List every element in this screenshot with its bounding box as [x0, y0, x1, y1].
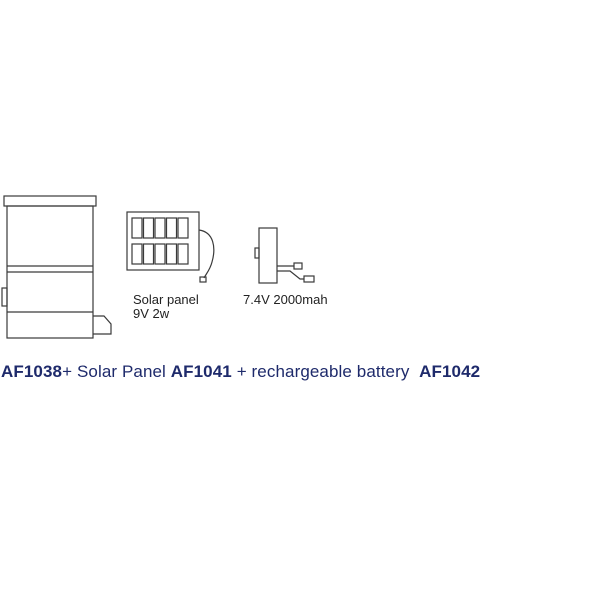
solar-cell — [177, 217, 189, 239]
product-caption: AF1038+ Solar Panel AF1041 + rechargeabl… — [1, 362, 480, 382]
solar-cell — [165, 243, 178, 265]
solar-panel-label: Solar panel 9V 2w — [133, 293, 199, 321]
battery-connector-lower — [303, 275, 315, 283]
battery-connector-upper — [293, 262, 303, 270]
solar-cell — [142, 217, 155, 239]
feeder-chute — [93, 315, 112, 335]
solar-panel-cable — [198, 229, 215, 279]
solar-cell — [177, 243, 189, 265]
battery-code: AF1042 — [419, 362, 481, 381]
feeder-code: AF1038 — [1, 362, 63, 381]
solar-cell — [142, 243, 155, 265]
solar-cell — [165, 217, 178, 239]
battery-label: 7.4V 2000mah — [243, 292, 328, 307]
solar-cell — [154, 243, 166, 265]
caption-plus-solar: + Solar Panel — [62, 362, 166, 381]
battery-drawing — [254, 227, 315, 284]
battery-body — [258, 227, 278, 284]
feeder-drawing — [1, 195, 112, 339]
caption-plus-battery: + rechargeable battery — [236, 362, 410, 381]
battery-wire-lower — [277, 270, 304, 280]
solar-panel-frame — [126, 211, 200, 271]
feeder-lid — [3, 195, 97, 207]
solar-panel-label-line1: Solar panel — [133, 292, 199, 307]
solar-panel-drawing — [126, 211, 215, 283]
solar-panel-code: AF1041 — [170, 362, 232, 381]
solar-panel-cells — [131, 217, 189, 265]
solar-cell — [131, 217, 143, 239]
feeder-side-clip — [1, 287, 8, 307]
solar-panel-label-line2: 9V 2w — [133, 306, 170, 321]
solar-panel-plug — [199, 276, 207, 283]
solar-cell — [154, 217, 166, 239]
solar-cell — [131, 243, 143, 265]
battery-side-tab — [254, 247, 260, 259]
